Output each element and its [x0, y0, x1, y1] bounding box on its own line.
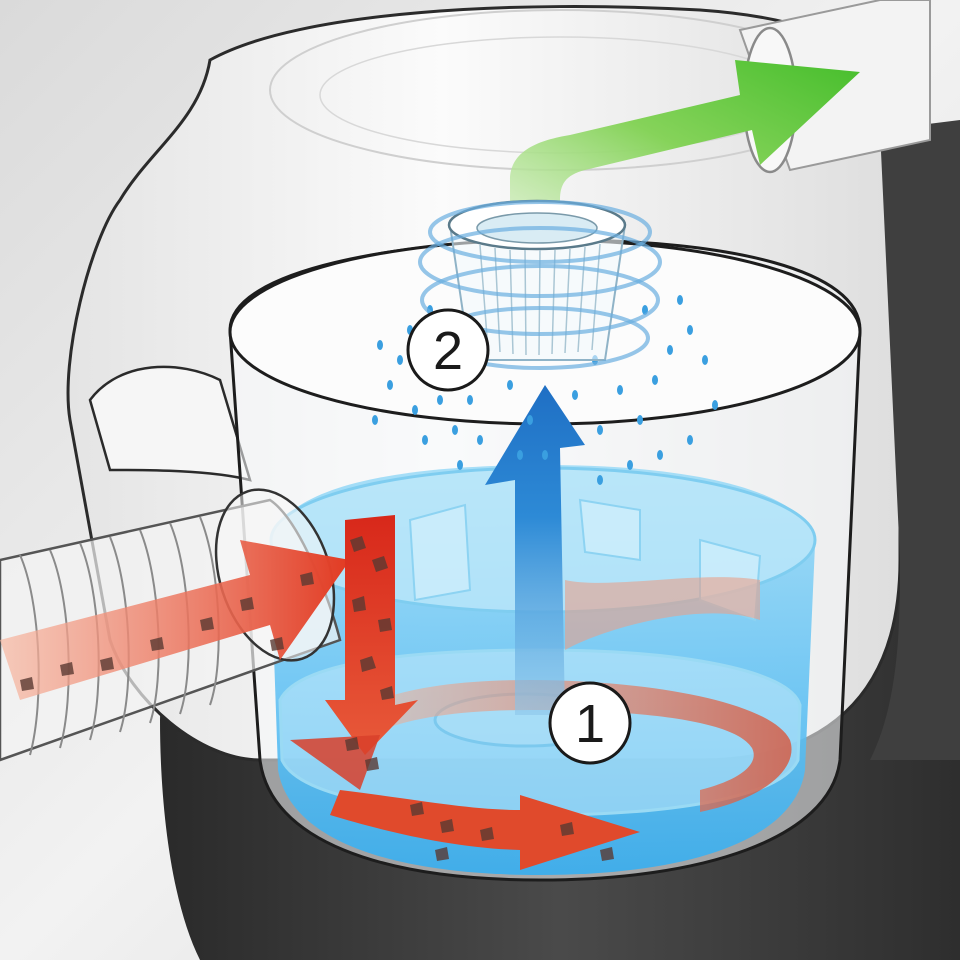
step-badge-1-circle: [548, 681, 632, 765]
filtered-air-up-arrow: [485, 385, 585, 715]
clean-air-outflow-arrow: [510, 60, 860, 240]
dirty-air-swirl-upper: [565, 577, 760, 650]
step-badge-2-circle: [406, 308, 490, 392]
handle: [88, 365, 252, 482]
dirty-air-down-arrow: [325, 515, 418, 755]
step-badge-2-label: 2: [433, 321, 463, 381]
dirt-particles: [20, 536, 614, 861]
step-badge-1-label: 1: [575, 694, 605, 754]
machine-side-panel: [870, 120, 960, 760]
step-badge-1: 1: [548, 681, 632, 765]
dirty-air-swirl: [340, 680, 792, 812]
step-badge-2: 2: [406, 308, 490, 392]
dirty-air-inflow-arrow: [0, 540, 350, 700]
